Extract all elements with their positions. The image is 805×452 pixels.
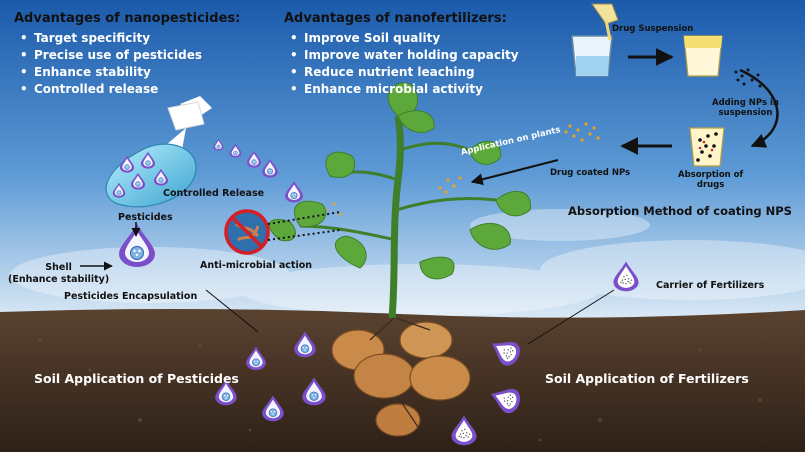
pesticides-advantages-list: Target specificity Precise use of pestic…: [14, 30, 202, 98]
nanoparticles-dots: [734, 68, 762, 88]
list-item: Improve water holding capacity: [284, 47, 519, 64]
cup-icon: [689, 127, 725, 167]
controlled-release-label: Controlled Release: [163, 188, 265, 199]
arrow-icon: [470, 159, 559, 186]
soil-application-pesticides-label: Soil Application of Pesticides: [34, 371, 239, 386]
soil-application-fertilizers-label: Soil Application of Fertilizers: [545, 371, 749, 386]
list-item: Enhance microbial activity: [284, 81, 519, 98]
potato-icon: [331, 321, 471, 437]
pesticides-label: Pesticides: [118, 212, 173, 223]
fertilizers-advantages-title: Advantages of nanofertilizers:: [284, 11, 507, 26]
list-item: Reduce nutrient leaching: [284, 64, 519, 81]
pesticides-encapsulation-label: Pesticides Encapsulation: [64, 291, 198, 302]
absorption-of-drugs-label: Absorption of drugs: [678, 170, 744, 190]
pesticides-advantages-title: Advantages of nanopesticides:: [14, 11, 241, 26]
drug-coated-nps-label: Drug coated NPs: [550, 168, 631, 178]
adding-nps-label: Adding NPs in suspension: [712, 98, 779, 118]
absorption-method-label: Absorption Method of coating NPS: [568, 204, 792, 218]
roots: [369, 317, 461, 431]
carrier-of-fertilizers-label: Carrier of Fertilizers: [656, 280, 765, 291]
clouds: [10, 209, 805, 316]
arrow-icon: [739, 68, 779, 148]
no-bacteria-icon: [224, 209, 270, 255]
beaker-pour-icon: [591, 3, 619, 41]
cup-icon: [683, 35, 723, 77]
beaker-icon: [571, 35, 613, 77]
drug-coated-nps-dots: [564, 122, 600, 142]
list-item: Enhance stability: [14, 64, 202, 81]
anti-microbial-label: Anti-microbial action: [200, 260, 313, 271]
soil-texture: [38, 338, 762, 442]
list-item: Precise use of pesticides: [14, 47, 202, 64]
fertilizers-advantages-list: Improve Soil quality Improve water holdi…: [284, 30, 519, 98]
drug-suspension-label: Drug Suspension: [612, 24, 694, 34]
shell-label: Shell (Enhance stability): [8, 262, 110, 285]
list-item: Controlled release: [14, 81, 202, 98]
list-item: Improve Soil quality: [284, 30, 519, 47]
list-item: Target specificity: [14, 30, 202, 47]
plant-icon: [268, 82, 532, 319]
